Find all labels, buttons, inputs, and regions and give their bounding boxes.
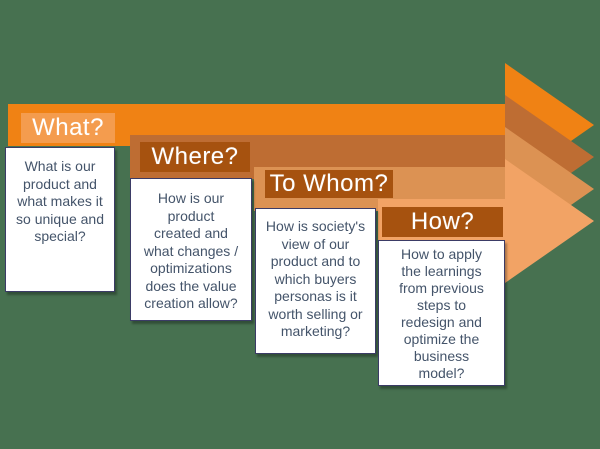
step-header-how-label: How? (410, 208, 475, 235)
step-header-how: How? (382, 207, 503, 237)
step-description-to-whom: How is society's view of our product and… (265, 218, 366, 339)
step-header-where: Where? (140, 142, 250, 172)
arrow-where (130, 95, 594, 219)
step-description-box-where: How is our product created and what chan… (130, 178, 252, 321)
step-description-box-to-whom: How is society's view of our product and… (255, 208, 376, 354)
step-header-what: What? (21, 113, 115, 143)
step-header-to-whom: To Whom? (265, 170, 393, 198)
step-description-what: What is our product and what makes it so… (16, 158, 104, 244)
step-description-box-how: How to apply the learnings from previous… (378, 240, 505, 386)
step-description-box-what: What is our product and what makes it so… (5, 147, 115, 292)
arrow-what (8, 63, 594, 187)
step-description-where: How is our product created and what chan… (143, 190, 239, 311)
step-header-what-label: What? (32, 114, 104, 141)
step-header-where-label: Where? (151, 143, 239, 170)
step-header-to-whom-label: To Whom? (269, 170, 389, 197)
step-description-how: How to apply the learnings from previous… (399, 246, 484, 381)
